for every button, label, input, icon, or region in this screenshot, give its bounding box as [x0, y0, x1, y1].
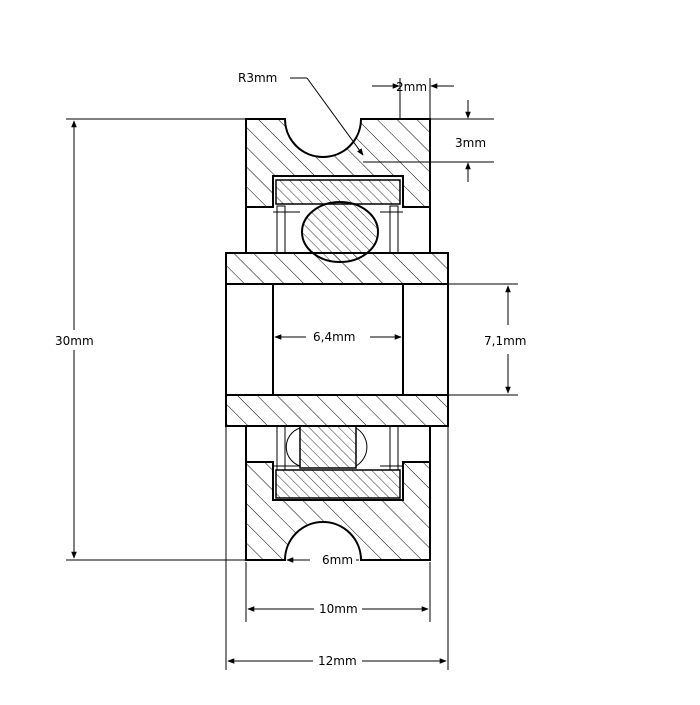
inner-sleeve-top [225, 252, 449, 285]
svg-text:6,4mm: 6,4mm [313, 330, 355, 344]
dim-overall-width: 12mm [225, 427, 449, 670]
sleeve-sides [225, 284, 449, 395]
svg-text:R3mm: R3mm [238, 71, 277, 85]
svg-text:10mm: 10mm [319, 602, 358, 616]
svg-text:12mm: 12mm [318, 654, 357, 668]
svg-text:6mm: 6mm [322, 553, 353, 567]
dim-wheel-width: 10mm [245, 562, 431, 622]
outer-race-top [275, 179, 401, 205]
outer-race-bottom [275, 469, 401, 499]
dim-inner-bore-length: 6,4mm [274, 330, 402, 344]
dim-bore-diameter: 7,1mm [449, 283, 526, 396]
outer-wheel-bottom [245, 461, 431, 561]
svg-text:2mm: 2mm [396, 80, 427, 94]
svg-text:30mm: 30mm [55, 334, 94, 348]
dim-groove-opening: 6mm [286, 553, 359, 567]
dim-groove-radius: R3mm [238, 71, 364, 156]
dim-groove-depth: 3mm [363, 100, 494, 182]
dim-outer-diameter: 30mm [55, 118, 245, 561]
bearing-ball-bottom [285, 425, 368, 469]
dim-groove-width: 2mm [372, 78, 454, 118]
svg-text:3mm: 3mm [455, 136, 486, 150]
inner-sleeve-bottom [225, 394, 449, 427]
svg-text:7,1mm: 7,1mm [484, 334, 526, 348]
